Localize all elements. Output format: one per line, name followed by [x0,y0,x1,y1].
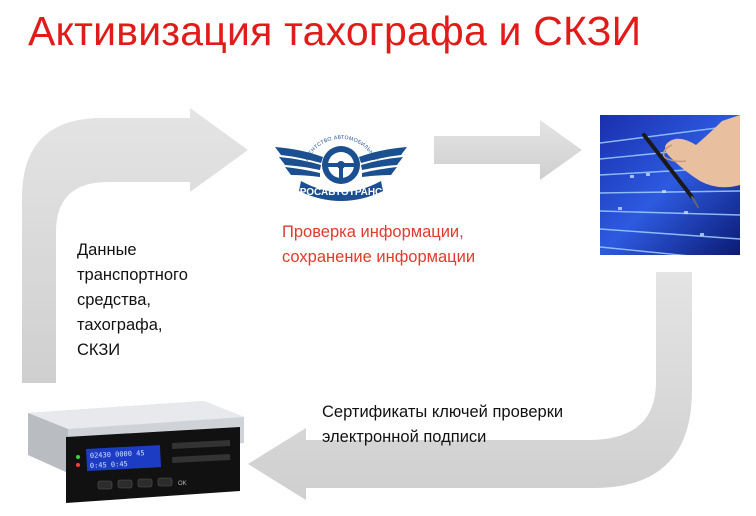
arrow-center-to-device [248,272,692,500]
digital-signature-image [600,115,740,255]
arrow-agency-to-center [434,120,582,180]
display-line-1: 02430 0000 45 [90,449,145,460]
check-info-label: Проверка информации, сохранение информац… [282,223,476,266]
display-line-2: 0:45 0:45 [90,460,128,470]
logo-brand-text: РОСАВТОТРАНС [300,187,383,198]
certificates-label: Сертификаты ключей проверки электронной … [322,403,564,446]
arrow-device-to-agency [22,108,248,383]
tachograph-device: 02430 0000 45 0:45 0:45 OK [28,401,244,503]
vehicle-data-label: Данные транспортного средства, тахографа… [77,241,188,359]
ok-button-label: OK [178,481,187,487]
page-title: Активизация тахографа и СКЗИ [28,8,642,54]
rosavtotrans-logo: АГЕНТСТВО АВТОМОБИЛЬНОГО ТРАНСПОРТА РОСА… [271,105,407,201]
